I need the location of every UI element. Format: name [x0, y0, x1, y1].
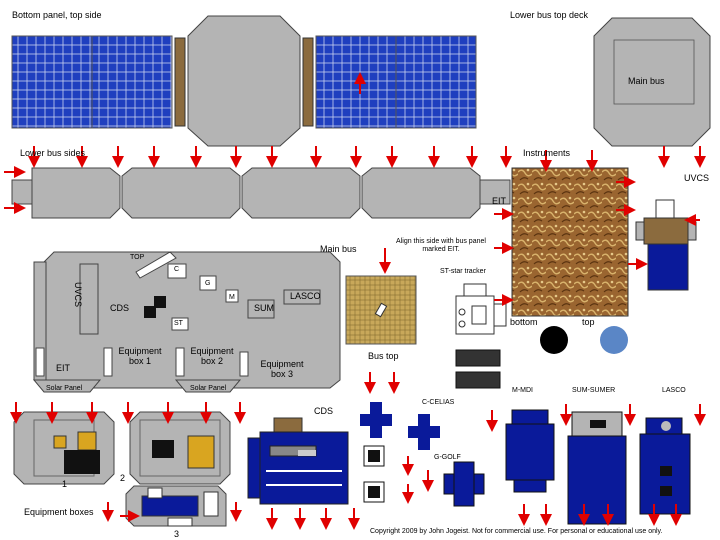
- label-mdi: M-MDI: [512, 387, 533, 394]
- label-bus-top: Bus top: [368, 351, 399, 361]
- uvcs-instrument-net: [635, 199, 697, 291]
- blue-bus-panel: [247, 417, 349, 505]
- mdi-net: [505, 409, 555, 493]
- panel-hinge-left: [174, 37, 186, 127]
- label-sum: SUM: [254, 303, 274, 313]
- label-cds-1: CDS: [110, 303, 130, 313]
- label-lasco-1: LASCO: [290, 291, 321, 301]
- solar-panel-right: [315, 35, 477, 129]
- label-g-golf: G-GOLF: [434, 454, 461, 461]
- label-eit-2: EIT: [56, 363, 71, 373]
- label-lower-bus-sides: Lower bus sides: [20, 148, 86, 158]
- label-c-celias: C-CELIAS: [422, 399, 455, 406]
- label-uvcs-side: UVCS: [73, 282, 83, 308]
- equipment-box-net-3: [125, 485, 227, 527]
- label-g: G: [205, 280, 211, 287]
- label-top-sphere: top: [582, 317, 595, 327]
- celias-cross-net: [408, 414, 440, 450]
- golf-net: [443, 461, 485, 507]
- cds-cross-net: [360, 402, 392, 438]
- solar-panel-left: [11, 35, 173, 129]
- star-tracker-net: [455, 283, 507, 335]
- assembly-arrows: [4, 72, 706, 530]
- copyright-notice: Copyright 2009 by John Jogeist. Not for …: [370, 528, 663, 535]
- label-eit-1: EIT: [492, 196, 507, 206]
- label-solar-panel-1: Solar Panel: [46, 385, 83, 392]
- bus-top-part-1: [455, 349, 501, 367]
- star-tracker-mark: [374, 302, 388, 318]
- label-lower-bus-top-deck: Lower bus top deck: [510, 10, 589, 20]
- label-num-3: 3: [174, 529, 180, 539]
- equipment-box-net-1: [13, 411, 115, 485]
- label-top: TOP: [130, 254, 145, 261]
- label-solar-panel-2: Solar Panel: [190, 385, 227, 392]
- label-main-bus-2: Main bus: [320, 244, 357, 254]
- bus-top-part-2: [455, 371, 501, 389]
- label-cds-2: CDS: [314, 406, 334, 416]
- label-num-1: 1: [62, 479, 68, 489]
- blue-sphere-icon: [600, 326, 628, 354]
- align-note: Align this side with bus panel marked EI…: [396, 238, 486, 253]
- label-main-bus-1: Main bus: [628, 76, 665, 86]
- main-bus-net: [32, 251, 341, 393]
- equipment-box-net-2: [129, 411, 231, 485]
- label-bottom: bottom: [510, 317, 538, 327]
- small-box-net-2: [363, 481, 385, 503]
- label-m: M: [229, 294, 235, 301]
- label-equipment-boxes: Equipment boxes: [24, 507, 94, 517]
- deck-square: [613, 39, 695, 105]
- label-lasco-2: LASCO: [662, 387, 686, 394]
- thermal-foil-panel: [511, 167, 629, 317]
- lower-bus-top-deck: [593, 17, 711, 147]
- label-equipment-box-3: Equipment box 3: [260, 359, 304, 379]
- label-instruments: Instruments: [523, 148, 571, 158]
- label-st: ST: [174, 320, 183, 327]
- label-uvcs: UVCS: [684, 173, 710, 183]
- label-num-2: 2: [120, 473, 126, 483]
- lasco-net: [639, 417, 691, 515]
- label-st-star-tracker: ST-star tracker: [440, 268, 486, 275]
- small-box-net-1: [363, 445, 385, 467]
- label-sum-sumer: SUM-SUMER: [572, 387, 616, 394]
- label-equipment-box-1: Equipment box 1: [118, 346, 162, 366]
- sum-sumer-net: [567, 411, 627, 525]
- label-c: C: [174, 266, 180, 273]
- black-sphere-icon: [540, 326, 568, 354]
- bottom-panel-top-side: [187, 15, 301, 147]
- label-bottom-panel-top-side: Bottom panel, top side: [12, 10, 102, 20]
- panel-hinge-right: [302, 37, 314, 127]
- lower-bus-sides-strip: [11, 167, 511, 219]
- label-equipment-box-2: Equipment box 2: [190, 346, 234, 366]
